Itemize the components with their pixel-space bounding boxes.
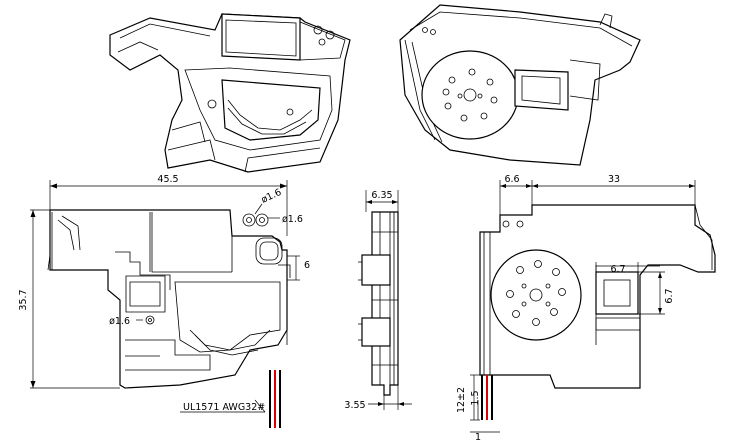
front-view — [47, 209, 291, 389]
dim-overall-width: 45.5 — [157, 174, 178, 185]
dim-wire-tip: 1 — [475, 432, 481, 443]
dim-wire-gap: 12±2 — [456, 387, 467, 413]
dim-window-width: 6.7 — [610, 264, 625, 275]
dim-wire-strip: 1.5 — [470, 390, 481, 405]
dim-right-offset: 6.6 — [504, 174, 519, 185]
dim-side-bottom: 3.55 — [344, 400, 365, 411]
dim-hole-left: ø1.6 — [109, 316, 130, 327]
rear-wires — [481, 375, 493, 420]
front-dimensions — [30, 180, 300, 413]
rear-dimensions — [470, 180, 696, 433]
side-view — [358, 211, 399, 396]
dim-overall-height: 35.7 — [18, 289, 29, 310]
dim-hole-top: ø1.6 — [260, 187, 284, 206]
cable-spec-label: UL1571 AWG32# — [183, 402, 265, 413]
side-dim-labels: 6.35 3.55 — [344, 190, 392, 411]
dim-right-width: 33 — [608, 174, 620, 185]
rear-dim-labels: 6.6 33 6.7 6.7 12±2 1.5 1 — [456, 174, 675, 443]
dim-window-height: 6.7 — [664, 288, 675, 303]
isometric-front-view — [109, 13, 351, 173]
front-wires — [269, 370, 281, 428]
isometric-rear-view — [399, 4, 641, 166]
dim-hole-right: ø1.6 — [282, 214, 303, 225]
side-dimensions — [365, 190, 412, 410]
dim-side-thickness: 6.35 — [371, 190, 392, 201]
dim-slot: 6 — [304, 260, 310, 271]
rear-view — [479, 204, 716, 389]
